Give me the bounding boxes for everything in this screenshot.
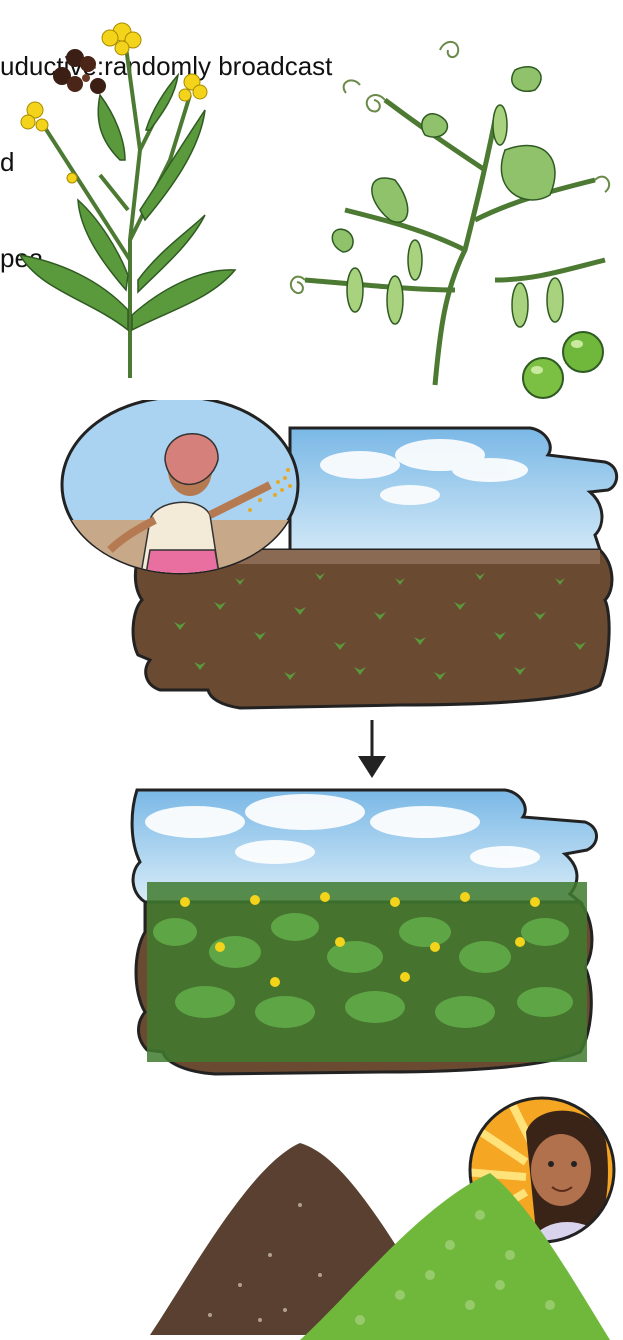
mustard-seeds-icon — [53, 49, 106, 94]
mustard-plant-illustration — [0, 0, 300, 385]
pea-plant-illustration — [265, 30, 623, 400]
seed-piles — [150, 1135, 620, 1340]
down-arrow-icon — [355, 720, 389, 780]
green-peas-icon — [523, 332, 603, 398]
sowing-field-scene — [60, 400, 623, 720]
mixed-crop-field-scene — [125, 782, 610, 1082]
